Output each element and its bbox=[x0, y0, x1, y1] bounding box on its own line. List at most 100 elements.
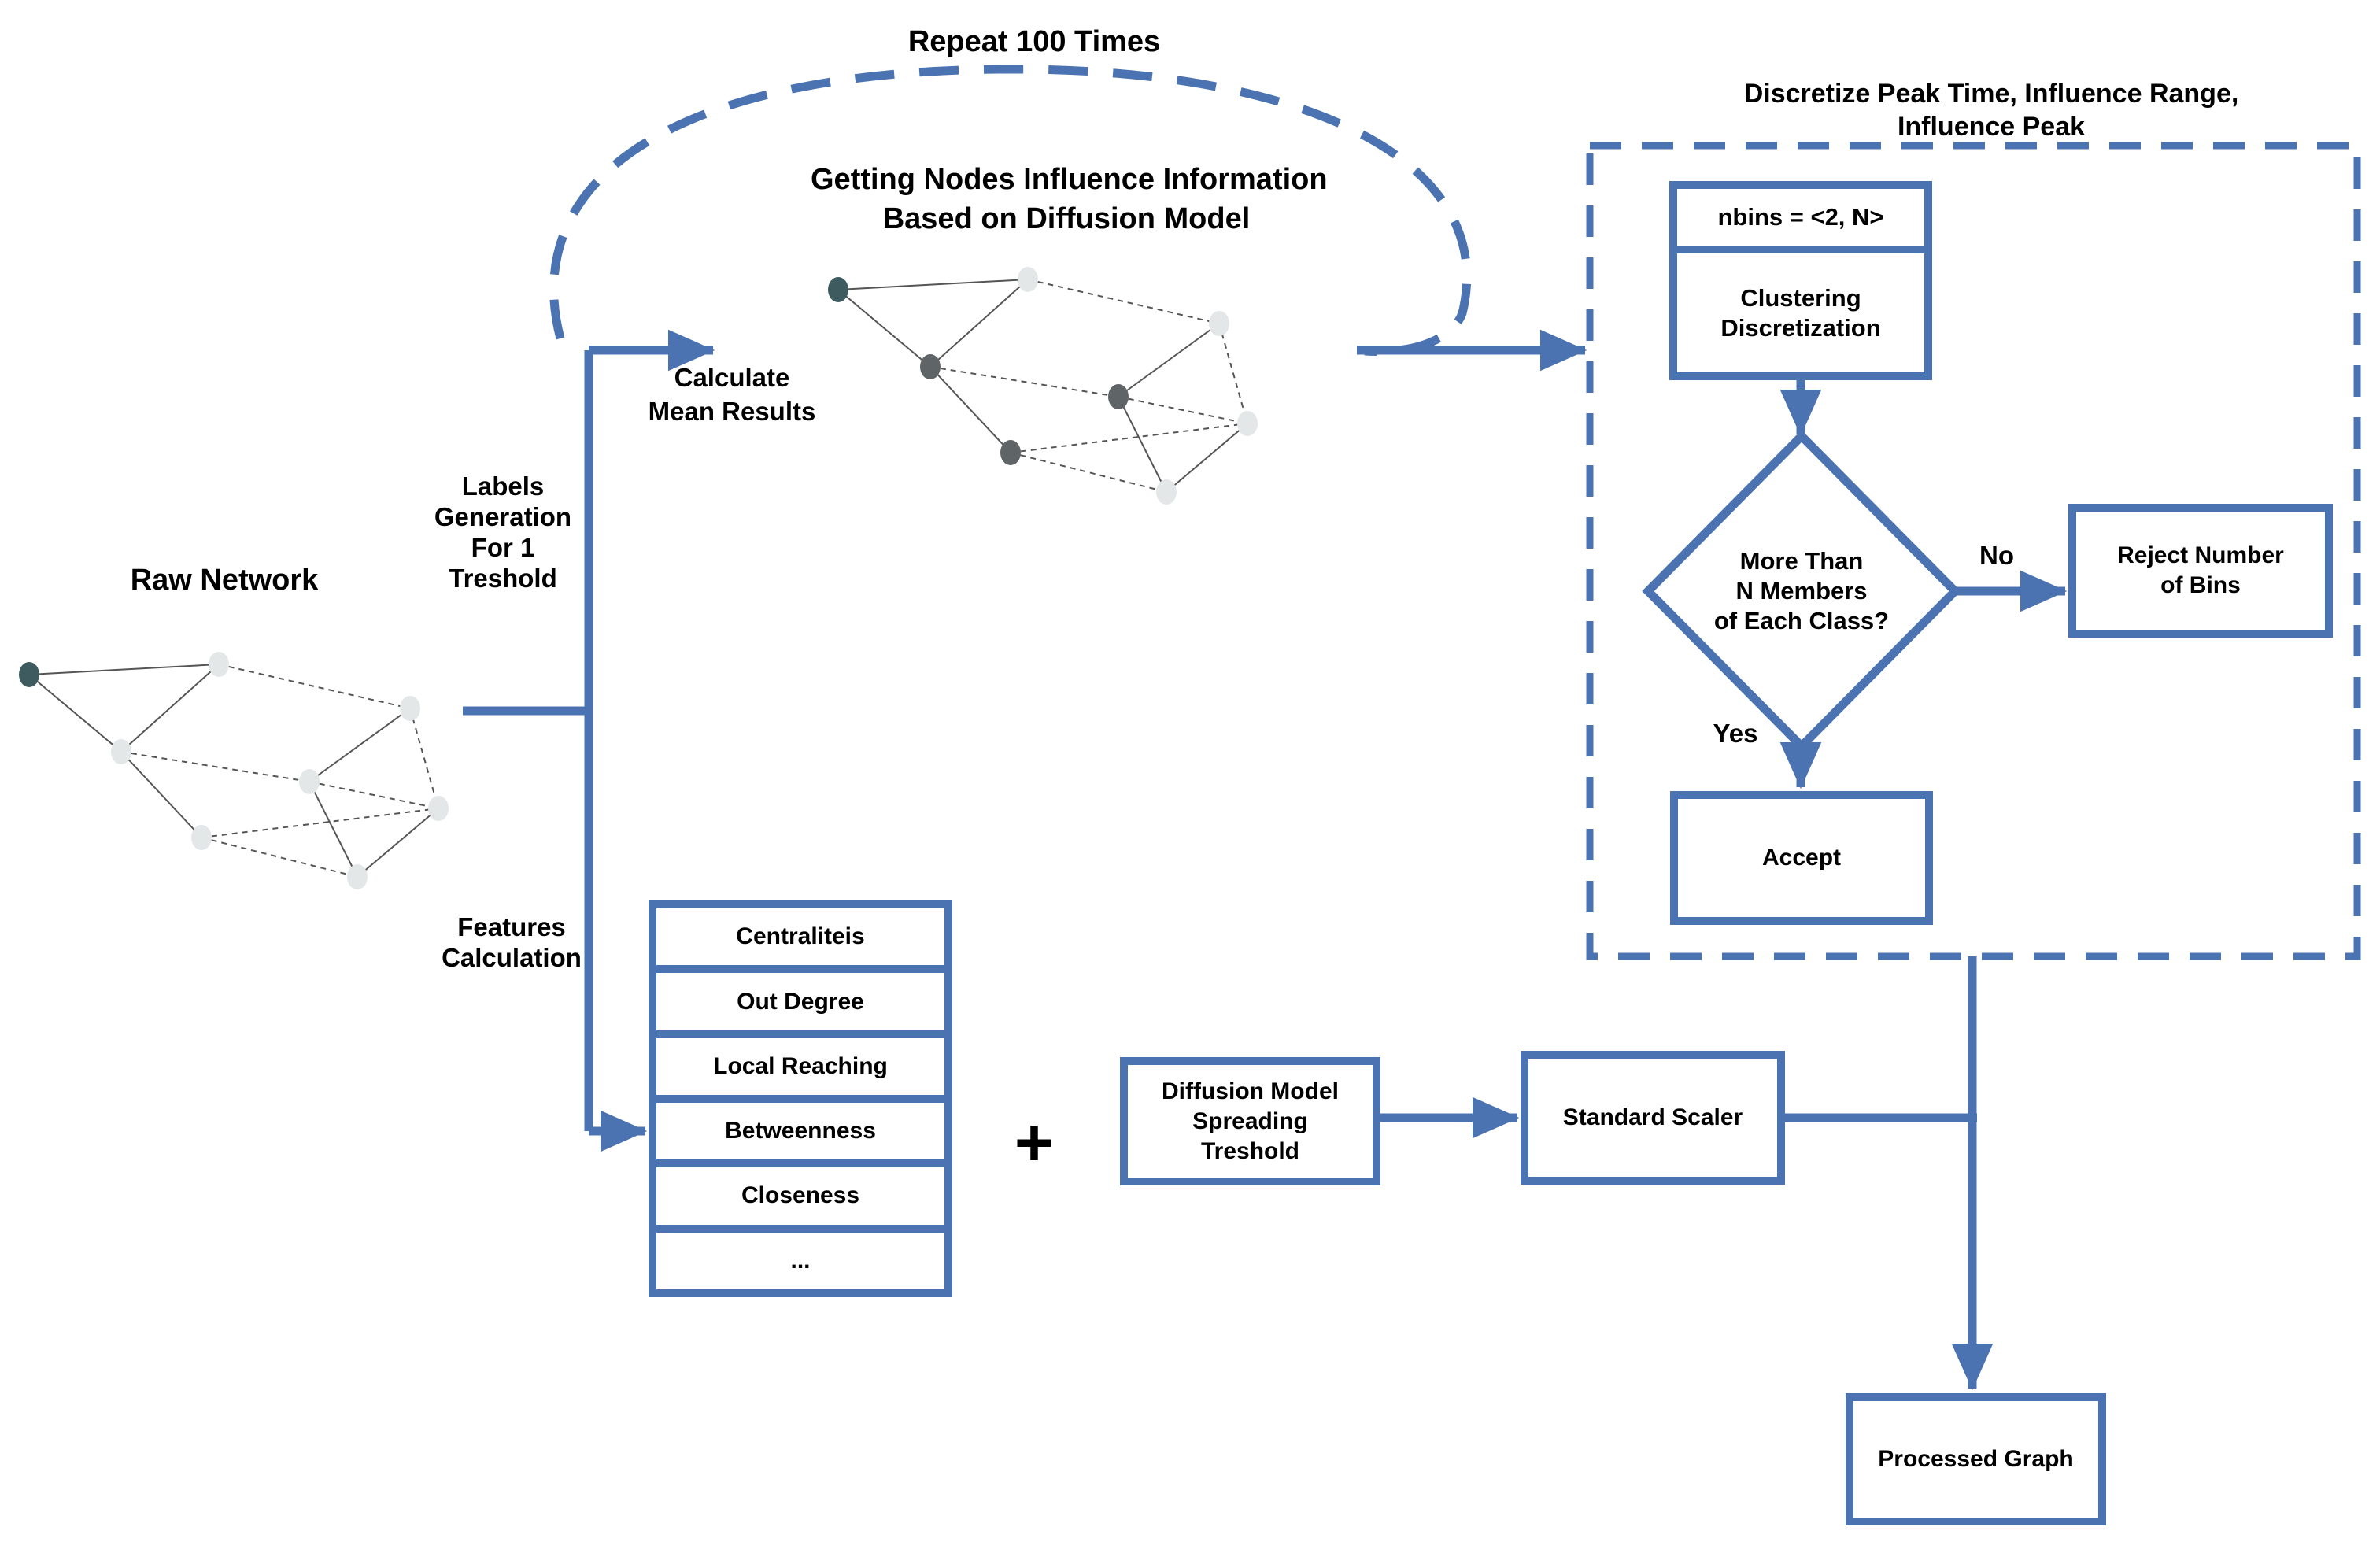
repeat-loop-arc bbox=[549, 65, 1472, 357]
network-node-plain bbox=[1237, 411, 1258, 436]
decision-text: More Than N Members of Each Class? bbox=[1687, 546, 1916, 636]
clustering-line1: Clustering bbox=[1740, 283, 1861, 312]
raw-network-graph bbox=[19, 652, 449, 889]
no-label: No bbox=[1979, 541, 2014, 570]
labels-generation-line2: Generation bbox=[434, 502, 572, 531]
feature-row-divider bbox=[656, 1030, 944, 1038]
feature-row-divider bbox=[656, 1224, 944, 1233]
processed-graph-text: Processed Graph bbox=[1878, 1446, 2074, 1472]
feature-row-divider bbox=[656, 1159, 944, 1168]
network-edge bbox=[28, 664, 220, 675]
network-edge bbox=[929, 366, 1011, 453]
features-calculation-line2: Calculation bbox=[442, 943, 582, 972]
accept-box: Accept bbox=[1670, 791, 1933, 925]
network-edge bbox=[201, 837, 358, 878]
getting-nodes-label: Getting Nodes Influence Information Base… bbox=[811, 160, 1328, 239]
network-edge bbox=[409, 708, 439, 809]
features-calculation-label: Features Calculation bbox=[394, 912, 630, 973]
network-node-plain bbox=[1209, 311, 1229, 336]
network-edge bbox=[1118, 396, 1167, 493]
feature-row-divider bbox=[656, 965, 944, 974]
network-edge bbox=[1118, 323, 1220, 398]
labels-generation-line3: For 1 bbox=[471, 533, 535, 562]
discretize-title: Discretize Peak Time, Influence Range, I… bbox=[1676, 77, 2306, 143]
calculate-mean-label: Calculate Mean Results bbox=[598, 361, 866, 428]
network-node-plain bbox=[1018, 267, 1038, 292]
network-edge bbox=[357, 808, 439, 878]
clustering-box: Clustering Discretization bbox=[1677, 253, 1924, 372]
getting-nodes-line2: Based on Diffusion Model bbox=[882, 202, 1251, 235]
network-node-plain bbox=[347, 864, 368, 889]
network-edge bbox=[1010, 452, 1167, 493]
clustering-line2: Discretization bbox=[1720, 313, 1881, 342]
network-node-plain bbox=[209, 652, 229, 677]
network-edge bbox=[309, 781, 358, 878]
network-node-dark bbox=[920, 354, 941, 379]
network-node-plain bbox=[191, 825, 212, 850]
network-edge bbox=[1218, 323, 1248, 424]
nbins-text: nbins = <2, N> bbox=[1717, 203, 1884, 231]
network-edge bbox=[929, 366, 1119, 398]
calculate-mean-line2: Mean Results bbox=[648, 397, 816, 426]
network-node-dark bbox=[1108, 384, 1129, 409]
network-edge bbox=[28, 674, 122, 753]
network-node-plain bbox=[299, 769, 320, 794]
standard-scaler-text: Standard Scaler bbox=[1562, 1104, 1743, 1130]
nbins-box: nbins = <2, N> bbox=[1677, 189, 1924, 246]
feature-row-divider bbox=[656, 1095, 944, 1103]
network-node-seed bbox=[19, 662, 39, 687]
reject-line2: of Bins bbox=[2160, 572, 2241, 598]
network-node-dark bbox=[1000, 440, 1021, 465]
network-edge bbox=[1027, 279, 1220, 324]
features-calculation-line1: Features bbox=[457, 912, 566, 941]
network-edge bbox=[201, 808, 439, 838]
reject-bins-box: Reject Number of Bins bbox=[2068, 504, 2333, 638]
diffusion-line2: Spreading bbox=[1192, 1108, 1308, 1134]
repeat-label: Repeat 100 Times bbox=[907, 25, 1161, 58]
decision-line2: N Members bbox=[1735, 577, 1868, 605]
network-edge bbox=[1166, 423, 1248, 493]
calculate-mean-line1: Calculate bbox=[674, 363, 790, 392]
diffusion-line1: Diffusion Model bbox=[1162, 1078, 1339, 1104]
feature-row: Out Degree bbox=[737, 988, 864, 1015]
network-edge bbox=[120, 751, 310, 782]
discretize-dashed-box bbox=[1586, 142, 2361, 960]
diffusion-treshold-box: Diffusion Model Spreading Treshold bbox=[1120, 1057, 1380, 1185]
network-node-plain bbox=[111, 739, 131, 764]
labels-generation-label: Labels Generation For 1 Treshold bbox=[385, 471, 621, 594]
yes-label: Yes bbox=[1713, 719, 1758, 748]
feature-row: Local Reaching bbox=[713, 1052, 888, 1079]
network-edge bbox=[929, 279, 1029, 368]
accept-text: Accept bbox=[1761, 845, 1842, 871]
reject-line1: Reject Number bbox=[2117, 542, 2284, 568]
network-node-plain bbox=[428, 796, 449, 821]
network-edge bbox=[309, 708, 411, 782]
feature-row: Centraliteis bbox=[736, 923, 865, 950]
feature-row: Betweenness bbox=[725, 1118, 876, 1144]
decision-line1: More Than bbox=[1739, 547, 1864, 575]
processed-graph-box: Processed Graph bbox=[1846, 1393, 2106, 1525]
labels-generation-line4: Treshold bbox=[449, 564, 557, 593]
network-edge bbox=[837, 279, 1029, 290]
network-edge bbox=[218, 664, 411, 709]
feature-row: Closeness bbox=[741, 1182, 860, 1209]
discretize-title-line2: Influence Peak bbox=[1897, 112, 2086, 142]
nbins-divider bbox=[1677, 246, 1924, 253]
network-edge bbox=[309, 781, 439, 809]
network-node-plain bbox=[400, 696, 420, 721]
network-edge bbox=[1118, 396, 1248, 424]
labels-generation-line1: Labels bbox=[461, 471, 545, 501]
network-edge bbox=[120, 751, 202, 838]
network-node-seed bbox=[828, 277, 848, 302]
standard-scaler-box: Standard Scaler bbox=[1521, 1051, 1785, 1185]
decision-diamond bbox=[1642, 430, 1961, 753]
network-node-plain bbox=[1156, 479, 1177, 505]
influenced-network-graph bbox=[828, 267, 1258, 505]
decision-line3: of Each Class? bbox=[1713, 607, 1890, 634]
network-edge bbox=[120, 664, 220, 753]
discretize-title-line1: Discretize Peak Time, Influence Range, bbox=[1743, 79, 2239, 109]
plus-sign: + bbox=[1014, 1105, 1055, 1181]
nbins-clustering-box: nbins = <2, N> Clustering Discretization bbox=[1669, 181, 1932, 380]
